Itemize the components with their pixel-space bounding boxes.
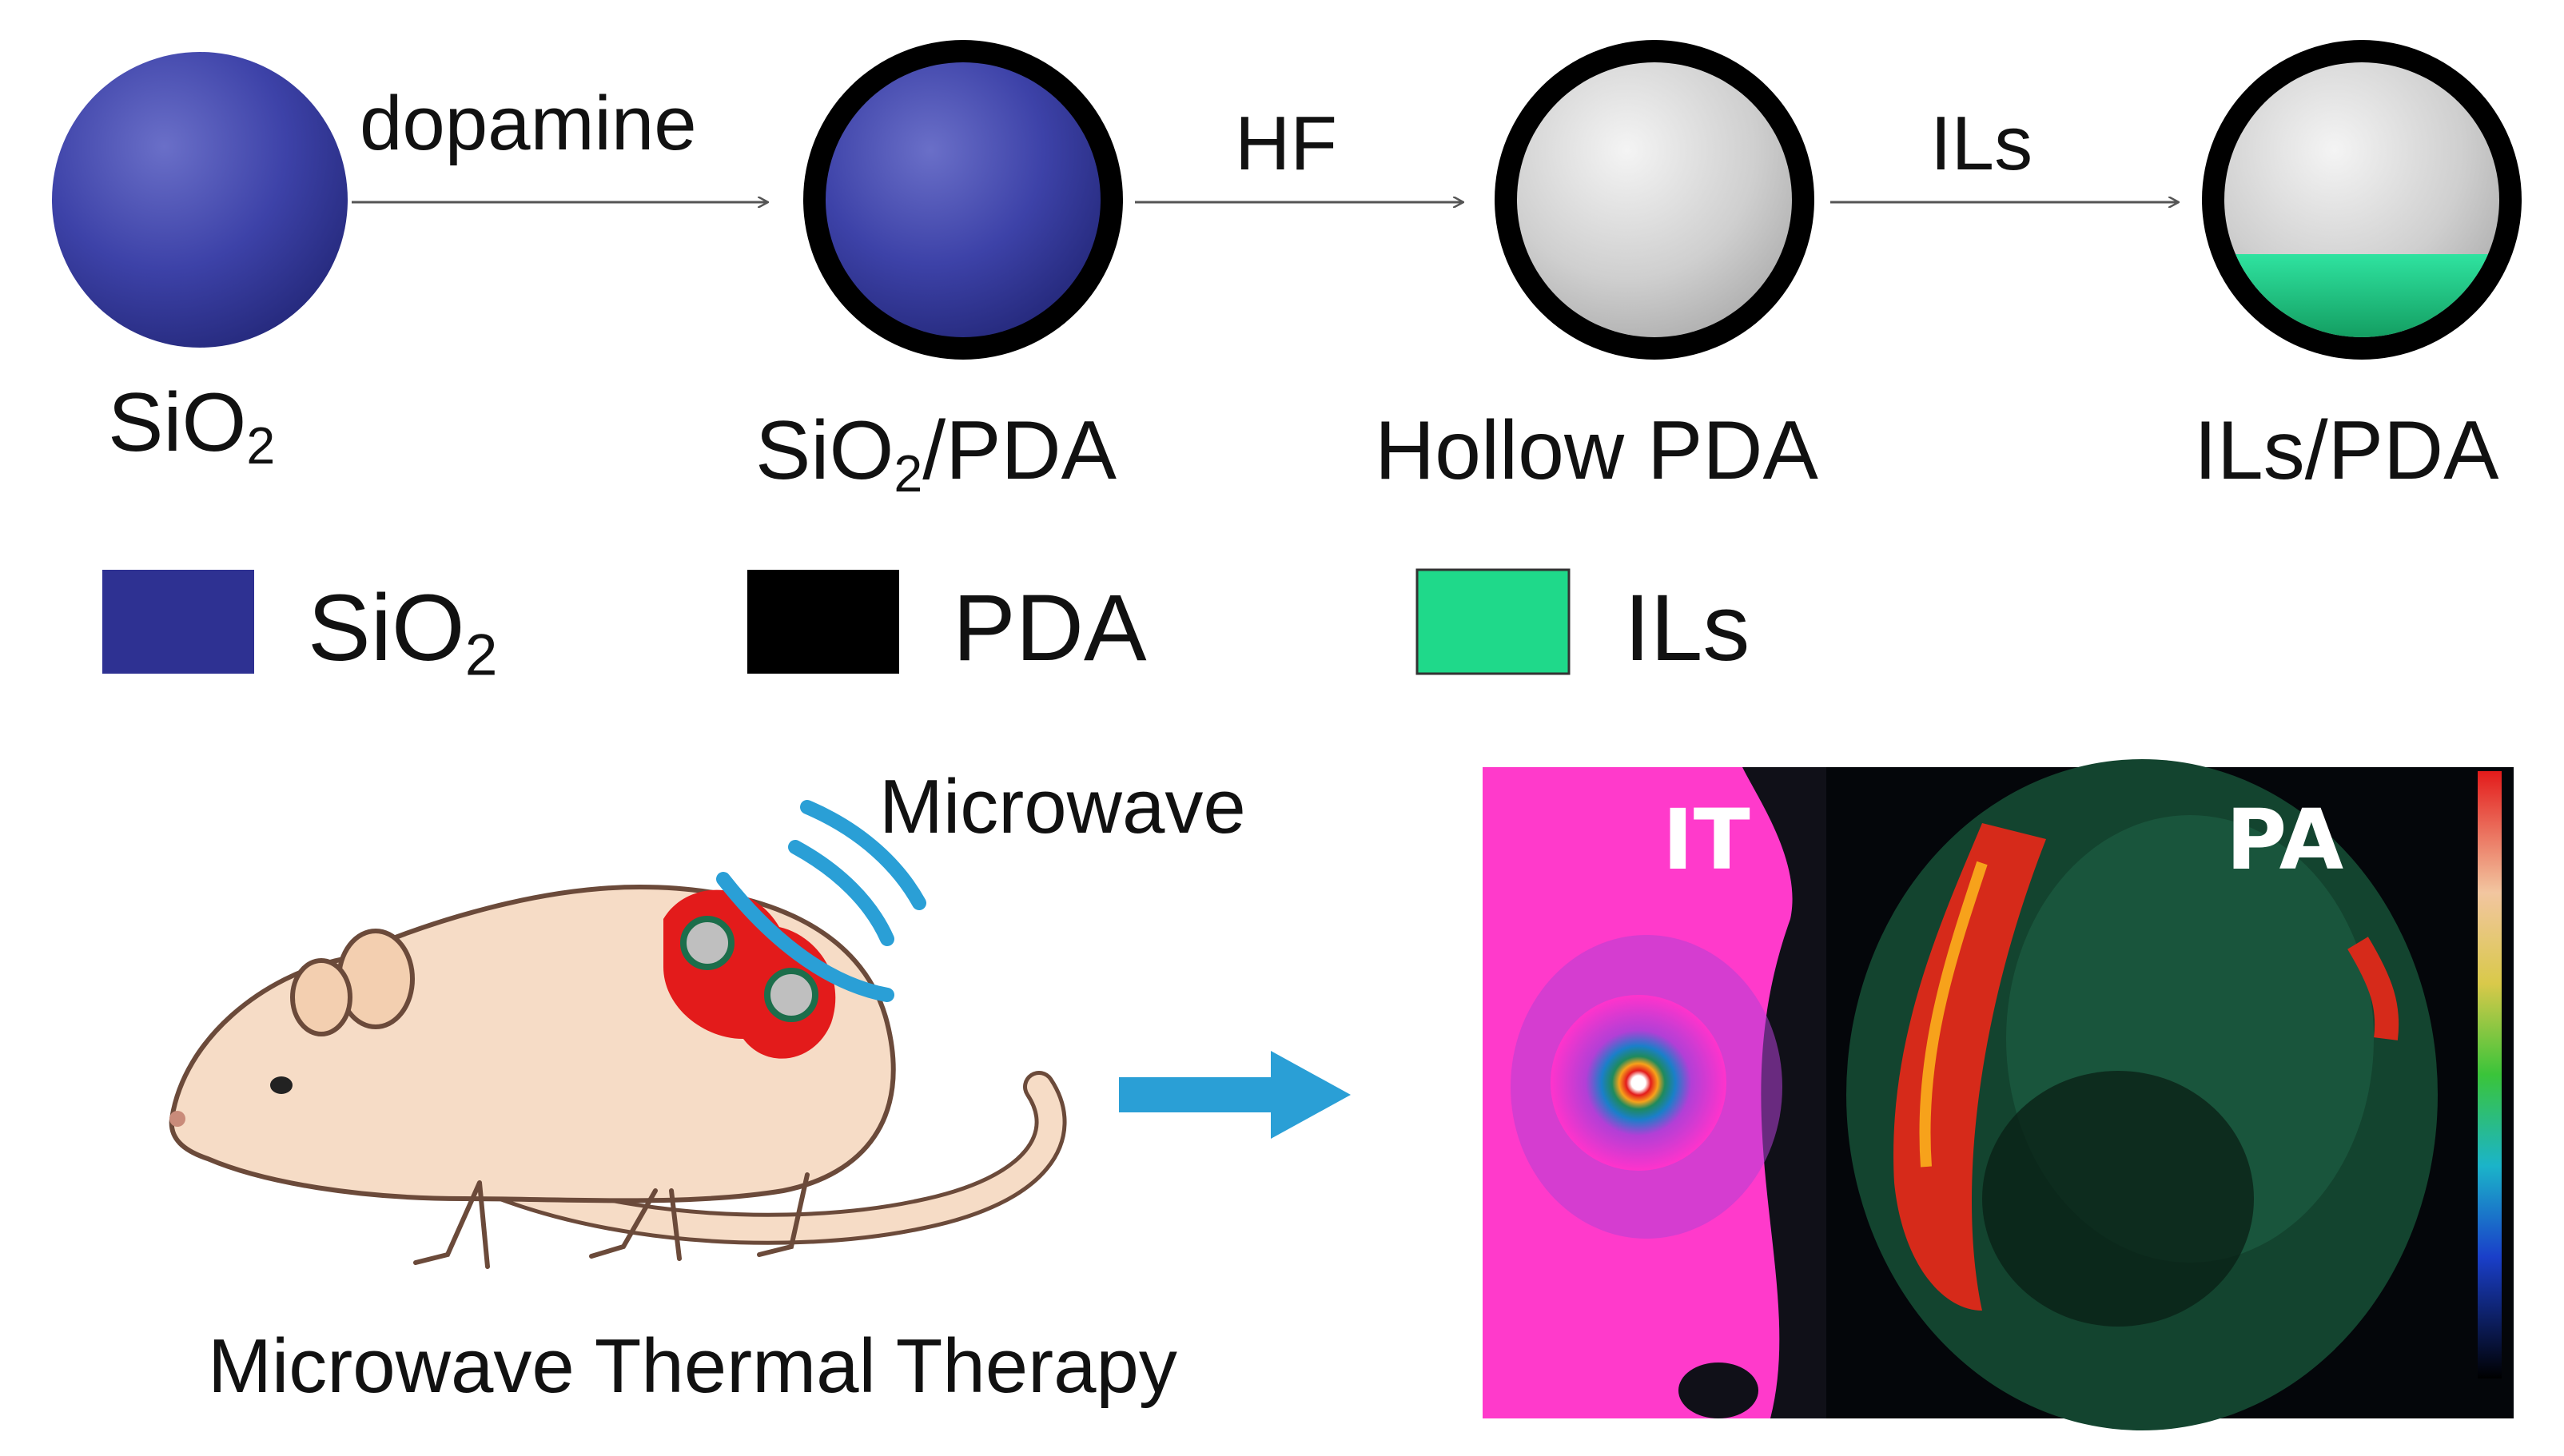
- microwave-label: Microwave: [879, 764, 1246, 849]
- nanoparticle: [764, 968, 818, 1022]
- therapy-caption: Microwave Thermal Therapy: [208, 1323, 1177, 1409]
- step-label-hollow-pda: Hollow PDA: [1375, 404, 1818, 497]
- arrow-label-hf: HF: [1235, 101, 1337, 186]
- result-arrow: [1119, 1051, 1351, 1139]
- microwave-waves: [716, 800, 926, 1002]
- pa-panel-label: PA: [2226, 791, 2344, 889]
- legend-swatch-silica: [102, 570, 254, 674]
- silica-pda-core: [826, 62, 1101, 337]
- nanoparticle: [680, 916, 735, 970]
- legend-swatch-pda: [747, 570, 899, 674]
- step-label-silica: SiO2: [108, 376, 276, 475]
- legend-label-pda: PDA: [953, 575, 1147, 681]
- pa-image: [1826, 759, 2514, 1430]
- step-label-silica-pda: SiO2/PDA: [755, 404, 1117, 503]
- legend-swatch-ils: [1415, 568, 1571, 675]
- it-image: [1483, 767, 1826, 1418]
- legend-label-silica: SiO2: [308, 575, 498, 688]
- tumor-site: [663, 889, 836, 1059]
- silica-particle: [52, 52, 348, 348]
- it-panel-label: IT: [1662, 791, 1750, 889]
- mouse-illustration: [169, 884, 1067, 1269]
- step-label-ils-pda: ILs/PDA: [2194, 404, 2499, 497]
- arrow-label-ils: ILs: [1930, 101, 2033, 186]
- hollow-pda-core: [1517, 62, 1792, 337]
- legend-label-ils: ILs: [1624, 575, 1750, 681]
- pa-color-scale: [2478, 771, 2502, 1378]
- arrow-label-dopamine: dopamine: [360, 81, 697, 166]
